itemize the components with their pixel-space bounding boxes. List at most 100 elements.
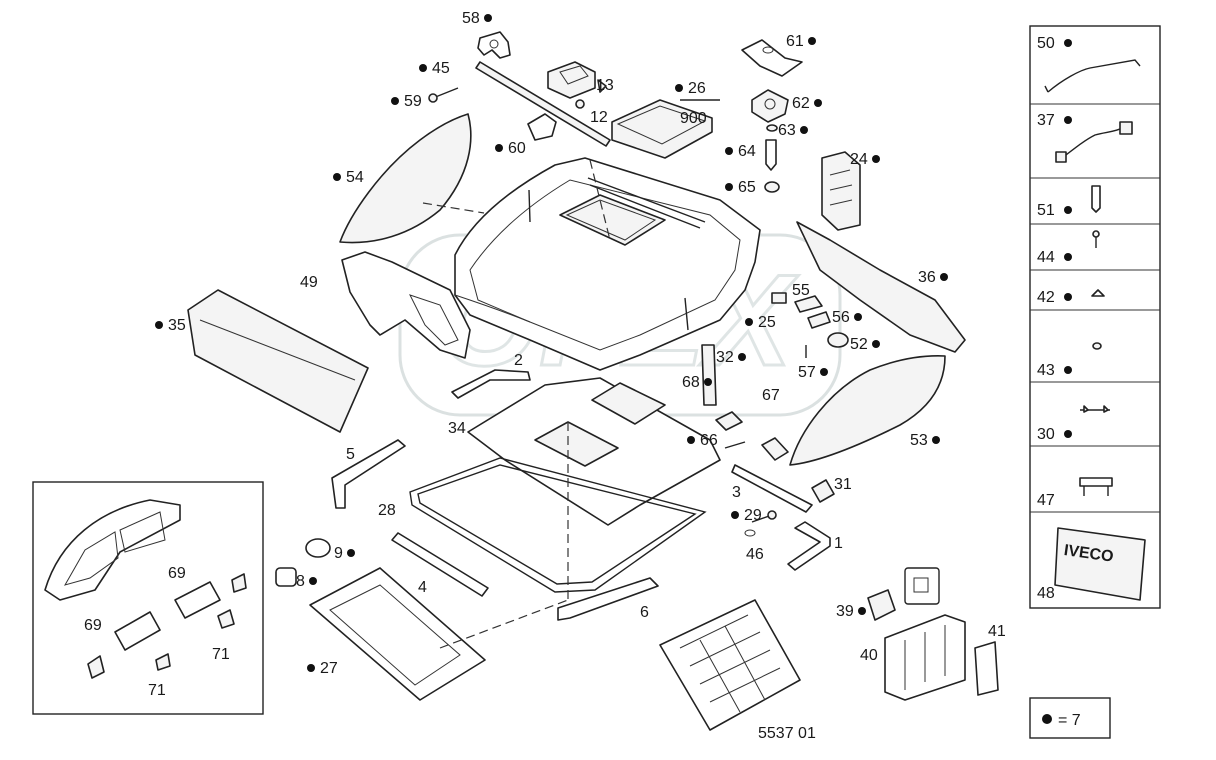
label-68: 68 bbox=[682, 374, 700, 391]
dot-32 bbox=[738, 353, 746, 361]
roof-shell bbox=[454, 157, 761, 371]
dot-27 bbox=[307, 664, 315, 672]
part-1 bbox=[787, 521, 831, 571]
dot-58 bbox=[484, 14, 492, 22]
part-31 bbox=[811, 479, 835, 503]
dot-64 bbox=[725, 147, 733, 155]
label-65: 65 bbox=[738, 179, 756, 196]
part-28-seal bbox=[409, 457, 707, 593]
label-24: 24 bbox=[850, 151, 868, 168]
sidebar-label-48: 48 bbox=[1037, 585, 1055, 602]
sidebar-dot-42 bbox=[1064, 293, 1072, 301]
legend-box: = 7 bbox=[1029, 697, 1111, 739]
sidebar-catalog: IVECO bbox=[1029, 25, 1161, 609]
dot-35 bbox=[155, 321, 163, 329]
label-1: 1 bbox=[834, 535, 843, 552]
part-4 bbox=[391, 532, 489, 597]
sidebar-label-30: 30 bbox=[1037, 426, 1055, 443]
part-61 bbox=[741, 39, 803, 77]
sidebar-label-37: 37 bbox=[1037, 112, 1055, 129]
part-67-66 bbox=[715, 411, 789, 461]
dot-60 bbox=[495, 144, 503, 152]
part-6 bbox=[557, 577, 659, 621]
dot-52 bbox=[872, 340, 880, 348]
part-64 bbox=[765, 139, 777, 171]
label-60: 60 bbox=[508, 140, 526, 157]
label-41: 41 bbox=[988, 623, 1006, 640]
label-64: 64 bbox=[738, 143, 756, 160]
dot-26 bbox=[675, 84, 683, 92]
label-4: 4 bbox=[418, 579, 427, 596]
label-52: 52 bbox=[850, 336, 868, 353]
label-54: 54 bbox=[346, 169, 364, 186]
label-5: 5 bbox=[346, 446, 355, 463]
label-46: 46 bbox=[746, 546, 764, 563]
part-62 bbox=[751, 89, 789, 123]
sidebar-label-43: 43 bbox=[1037, 362, 1055, 379]
sidebar-label-47: 47 bbox=[1037, 492, 1055, 509]
label-66: 66 bbox=[700, 432, 718, 449]
seal-strip-45 bbox=[475, 61, 611, 147]
label-8: 8 bbox=[296, 573, 305, 590]
label-12: 12 bbox=[590, 109, 608, 126]
part-60 bbox=[527, 113, 557, 141]
label-13: 13 bbox=[596, 77, 614, 94]
label-32: 32 bbox=[716, 349, 734, 366]
label-58: 58 bbox=[462, 10, 480, 27]
dot-36 bbox=[940, 273, 948, 281]
dot-53 bbox=[932, 436, 940, 444]
part-5 bbox=[331, 439, 406, 509]
label-35: 35 bbox=[168, 317, 186, 334]
part-8 bbox=[275, 567, 297, 587]
dot-9 bbox=[347, 549, 355, 557]
label-9: 9 bbox=[334, 545, 343, 562]
dot-68 bbox=[704, 378, 712, 386]
dot-59 bbox=[391, 97, 399, 105]
part-49 bbox=[341, 251, 471, 359]
label-28: 28 bbox=[378, 502, 396, 519]
sidebar-label-42: 42 bbox=[1037, 289, 1055, 306]
part-59-bolt bbox=[428, 87, 459, 103]
part-32 bbox=[701, 344, 717, 406]
label-57: 57 bbox=[798, 364, 816, 381]
label-63: 63 bbox=[778, 122, 796, 139]
sidebar-dot-37 bbox=[1064, 116, 1072, 124]
part-40 bbox=[884, 614, 966, 701]
dot-62 bbox=[814, 99, 822, 107]
sidebar-label-51: 51 bbox=[1037, 202, 1055, 219]
dot-61 bbox=[808, 37, 816, 45]
part-26-lid bbox=[611, 99, 713, 159]
sidebar-dot-50 bbox=[1064, 39, 1072, 47]
part-2 bbox=[451, 369, 531, 399]
sidebar-dot-51 bbox=[1064, 206, 1072, 214]
dot-57 bbox=[820, 368, 828, 376]
label-2: 2 bbox=[514, 352, 523, 369]
label-45: 45 bbox=[432, 60, 450, 77]
dot-8 bbox=[309, 577, 317, 585]
label-39: 39 bbox=[836, 603, 854, 620]
label-26: 26 bbox=[688, 80, 706, 97]
inset-panel bbox=[32, 481, 264, 715]
part-41 bbox=[974, 641, 999, 696]
label-900: 900 bbox=[680, 110, 707, 127]
part-35 bbox=[187, 289, 369, 433]
label-56: 56 bbox=[832, 309, 850, 326]
icon-box bbox=[904, 567, 940, 605]
part-3 bbox=[731, 464, 813, 513]
part-9 bbox=[305, 538, 331, 558]
part-63 bbox=[766, 124, 778, 132]
label-71b: 71 bbox=[148, 682, 166, 699]
part-24 bbox=[821, 151, 861, 231]
dot-29 bbox=[731, 511, 739, 519]
sidebar-dot-43 bbox=[1064, 366, 1072, 374]
label-59: 59 bbox=[404, 93, 422, 110]
label-71: 71 bbox=[212, 646, 230, 663]
part-34 bbox=[467, 377, 721, 526]
svg-text:IVECO: IVECO bbox=[1063, 542, 1115, 566]
sidebar-dot-44 bbox=[1064, 253, 1072, 261]
label-40: 40 bbox=[860, 647, 878, 664]
sidebar-label-50: 50 bbox=[1037, 35, 1055, 52]
label-29: 29 bbox=[744, 507, 762, 524]
